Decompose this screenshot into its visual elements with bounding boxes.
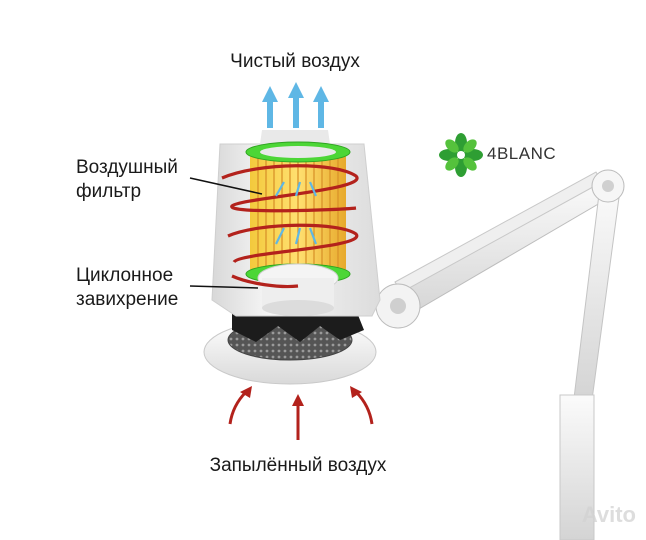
clean-air-arrows xyxy=(262,82,329,128)
watermark-text: Avito xyxy=(581,502,636,527)
brand-name: 4BLANC xyxy=(487,144,557,163)
dusty-air-label: Запылённый воздух xyxy=(209,455,387,476)
dusty-air-arrows xyxy=(228,386,374,440)
green-flower-icon xyxy=(439,133,483,177)
cyclone-label: Циклонное завихрение xyxy=(76,265,179,310)
lamp-arm xyxy=(375,169,625,540)
avito-watermark: Avito xyxy=(582,502,636,528)
internal-airflow-arrows xyxy=(275,181,318,245)
brand-logo: 4BLANC xyxy=(438,132,578,178)
air-filter-cartridge xyxy=(245,141,351,316)
label-leader-lines xyxy=(189,177,263,289)
cyclone-swirl xyxy=(221,164,359,289)
air-filter-label: Воздушный фильтр xyxy=(76,157,178,202)
clean-air-label: Чистый воздух xyxy=(230,51,360,72)
